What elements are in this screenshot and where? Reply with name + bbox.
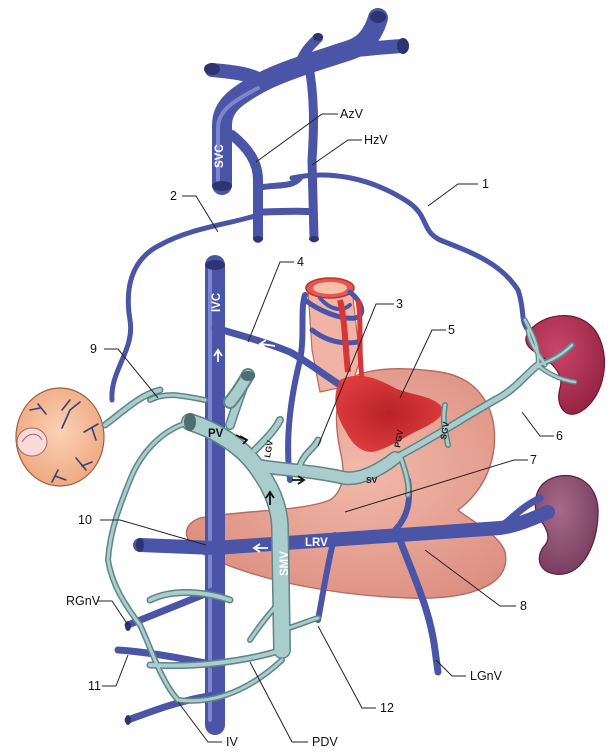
label-azv: AzV xyxy=(340,107,364,121)
number-5: 5 xyxy=(448,323,455,337)
label-pv: PV xyxy=(208,428,224,440)
umbilicus xyxy=(16,388,104,486)
number-6: 6 xyxy=(556,429,563,443)
number-12: 12 xyxy=(380,701,394,715)
label-pdv: PDV xyxy=(312,735,338,749)
label-lgv: LGV xyxy=(262,439,275,458)
left-kidney xyxy=(535,475,598,574)
number-8: 8 xyxy=(520,599,527,613)
label-rgnv: RGnV xyxy=(66,594,101,608)
number-3: 3 xyxy=(396,297,403,311)
label-iv: IV xyxy=(226,735,238,749)
number-10: 10 xyxy=(78,513,92,527)
number-9: 9 xyxy=(90,342,97,356)
number-1: 1 xyxy=(482,177,489,191)
label-lrv: LRV xyxy=(305,537,328,549)
number-2: 2 xyxy=(170,189,177,203)
number-7: 7 xyxy=(530,453,537,467)
label-sv: SV xyxy=(366,475,378,485)
number-11: 11 xyxy=(88,679,101,693)
label-ivc: IVC xyxy=(211,293,223,312)
label-lgnv: LGnV xyxy=(470,669,503,683)
label-smv: SMV xyxy=(279,551,291,576)
number-4: 4 xyxy=(297,255,304,269)
label-svc: SVC xyxy=(214,144,226,168)
label-hzv: HzV xyxy=(364,133,388,147)
